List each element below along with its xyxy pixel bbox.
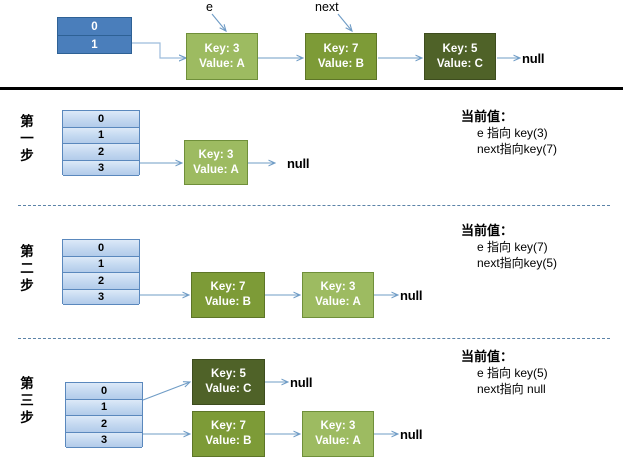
annotation-line: next指向key(7) [477, 142, 558, 156]
node-value: Value: C [436, 57, 484, 70]
node-key: Key: 7 [323, 42, 359, 55]
step-label-char: 步 [20, 148, 34, 163]
annotation-line: e 指向 key(5) [477, 366, 548, 380]
node-value: Value: A [193, 163, 239, 176]
step-separator [18, 205, 610, 206]
annotation-title: 当前值： [461, 109, 514, 124]
node-value: Value: B [204, 296, 252, 308]
bucket-cell[interactable]: 3 [63, 160, 139, 176]
step3-annotation: 当前值： e 指向 key(5) next指向 null [461, 348, 548, 397]
bucket-cell[interactable]: 0 [66, 383, 142, 400]
node-key: Key: 3 [204, 42, 240, 55]
step-label-char: 三 [20, 393, 34, 408]
bucket-cell[interactable]: 2 [66, 416, 142, 433]
node-key: Key: 7 [210, 281, 246, 293]
null-label: null [522, 51, 545, 66]
node-value: Value: A [199, 57, 245, 70]
annotation-line: next指向key(5) [477, 256, 558, 270]
pointer-label-e: e [206, 0, 213, 14]
step3-null-label-bottom: null [400, 427, 423, 442]
node-key3[interactable]: Key: 3 Value: A [186, 33, 258, 80]
wire-next-pointer [337, 13, 352, 31]
step-label-char: 步 [20, 410, 34, 425]
step3-null-label-top: null [290, 375, 313, 390]
node-key: Key: 5 [210, 368, 247, 380]
step-separator [18, 338, 610, 339]
step2-node-key7[interactable]: Key: 7 Value: B [191, 272, 265, 318]
pointer-label-next: next [315, 0, 339, 14]
step1-node-key3[interactable]: Key: 3 Value: A [184, 140, 248, 185]
bucket-cell[interactable]: 0 [63, 111, 139, 128]
step1-bucket-array: 0 1 2 3 [62, 110, 140, 176]
annotation-line: next指向 null [477, 382, 546, 396]
bucket-cell[interactable]: 2 [63, 144, 139, 161]
step3-node-key7[interactable]: Key: 7 Value: B [192, 411, 265, 457]
node-key: Key: 7 [210, 420, 247, 432]
node-key: Key: 3 [320, 420, 356, 432]
step2-bucket-array: 0 1 2 3 [62, 239, 140, 305]
node-value: Value: C [205, 383, 252, 395]
step1-annotation: 当前值： e 指向 key(3) next指向key(7) [461, 108, 557, 157]
node-value: Value: A [315, 435, 361, 447]
annotation-line: e 指向 key(7) [477, 240, 548, 254]
wire-bucket1-to-key3 [131, 42, 186, 58]
bucket-cell[interactable]: 3 [63, 289, 139, 305]
step-label-char: 二 [20, 261, 34, 276]
wire-s3-bucket1-to-key5 [142, 382, 190, 401]
step3-node-key5[interactable]: Key: 5 Value: C [192, 359, 265, 405]
step3-bucket-array: 0 1 2 3 [65, 382, 143, 448]
bucket-cell[interactable]: 0 [58, 18, 131, 36]
step-label-char: 第 [20, 114, 34, 129]
node-value: Value: B [205, 435, 252, 447]
annotation-title: 当前值： [461, 223, 514, 238]
node-key: Key: 3 [320, 281, 356, 293]
step-label-char: 一 [20, 131, 34, 146]
step3-node-key3[interactable]: Key: 3 Value: A [302, 411, 374, 457]
node-key: Key: 3 [198, 148, 234, 161]
node-value: Value: A [315, 296, 361, 308]
node-key5[interactable]: Key: 5 Value: C [424, 33, 496, 80]
node-value: Value: B [317, 57, 365, 70]
node-key: Key: 5 [442, 42, 478, 55]
node-key7[interactable]: Key: 7 Value: B [305, 33, 377, 80]
bucket-cell[interactable]: 0 [63, 240, 139, 257]
step-label-3: 第 三 步 [16, 375, 38, 426]
step-label-2: 第 二 步 [16, 243, 38, 294]
step-label-char: 步 [20, 278, 34, 293]
bucket-cell[interactable]: 1 [66, 399, 142, 416]
annotation-title: 当前值： [461, 349, 514, 364]
step-label-1: 第 一 步 [16, 113, 38, 164]
section-divider [0, 87, 623, 90]
step2-null-label: null [400, 288, 423, 303]
step-label-char: 第 [20, 376, 34, 391]
bucket-cell[interactable]: 1 [63, 256, 139, 273]
bucket-cell[interactable]: 2 [63, 273, 139, 290]
step-label-char: 第 [20, 244, 34, 259]
step2-node-key3[interactable]: Key: 3 Value: A [302, 272, 374, 318]
bucket-cell[interactable]: 3 [66, 432, 142, 448]
step2-annotation: 当前值： e 指向 key(7) next指向key(5) [461, 222, 557, 271]
annotation-line: e 指向 key(3) [477, 126, 548, 140]
bucket-cell[interactable]: 1 [63, 127, 139, 144]
bucket-cell[interactable]: 1 [91, 38, 98, 51]
overview-bucket-array: 0 1 [57, 17, 132, 54]
step1-null-label: null [287, 156, 310, 171]
wire-e-pointer [211, 13, 226, 31]
